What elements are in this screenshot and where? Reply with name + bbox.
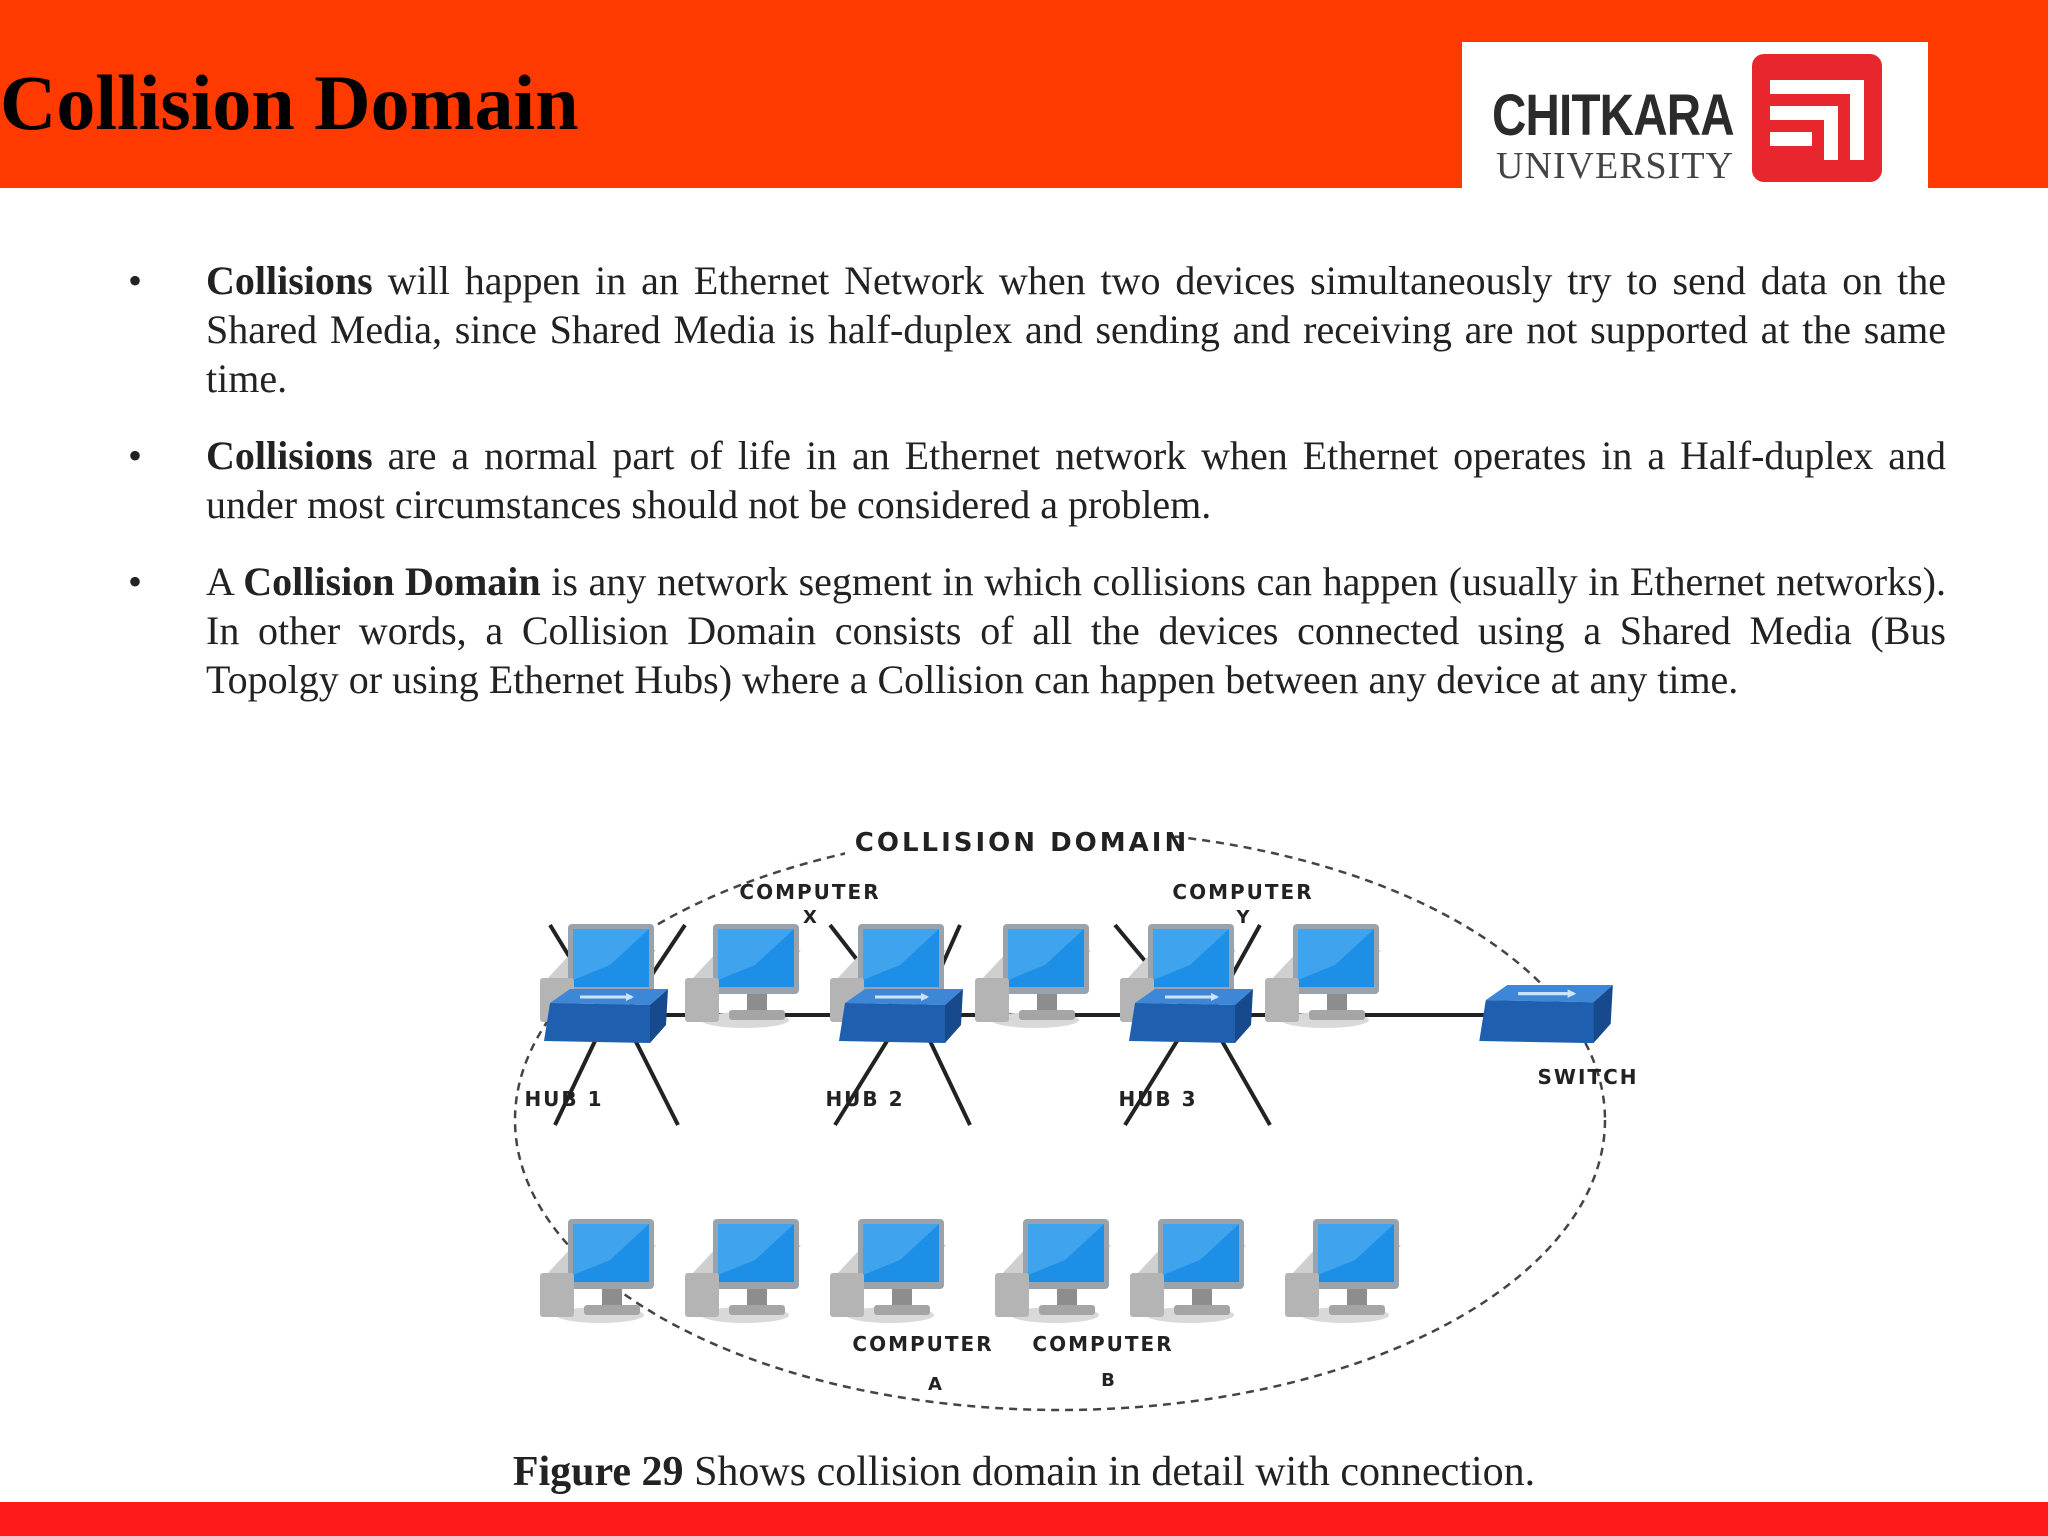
computer-x-label: COMPUTER: [739, 880, 880, 904]
bullet-keyword: Collisions: [206, 433, 373, 478]
bullet-item: • Collisions will happen in an Ethernet N…: [120, 256, 1946, 403]
computer-b-icon: [995, 1219, 1111, 1323]
hub-1-icon: [542, 987, 670, 1045]
computer-y-id: Y: [1235, 907, 1250, 928]
bullet-dot-icon: •: [127, 559, 142, 604]
computer-icon: [1130, 1219, 1246, 1323]
bullet-list: • Collisions will happen in an Ethernet N…: [120, 256, 1946, 704]
computer-x-id: X: [803, 907, 817, 928]
hub-2-icon: [837, 987, 965, 1045]
hub-3-icon: [1127, 987, 1255, 1045]
logo-emblem-icon: [1752, 54, 1882, 182]
figure-caption: Figure 29 Shows collision domain in deta…: [0, 1442, 2048, 1502]
computer-a-label: COMPUTER: [852, 1332, 993, 1356]
logo-subtitle: UNIVERSITY: [1496, 145, 1734, 187]
switch-label: SWITCH: [1538, 1065, 1639, 1089]
bullet-keyword: Collisions: [206, 258, 373, 303]
hub-2-label: HUB 2: [825, 1087, 904, 1111]
computer-icon: [540, 1219, 656, 1323]
computer-a-id: A: [928, 1374, 942, 1395]
collision-domain-boundary: [513, 828, 1607, 1412]
hub-3-label: HUB 3: [1118, 1087, 1197, 1111]
bullet-text: is any network segment in which collisio…: [206, 559, 1946, 702]
computer-icon: [1265, 924, 1381, 1028]
bullet-text: will happen in an Ethernet Network when …: [206, 258, 1946, 401]
collision-domain-diagram: COLLISION DOMAIN HUB 1 HUB 2 HUB 3 SWITC…: [513, 825, 1639, 1412]
figure-number: Figure 29: [512, 1449, 684, 1495]
collision-domain-label: COLLISION DOMAIN: [855, 828, 1189, 858]
slide-title: Collision Domain: [0, 59, 579, 146]
computer-y-label: COMPUTER: [1172, 880, 1313, 904]
computer-icon: [1285, 1219, 1401, 1323]
bullet-item: • A Collision Domain is any network segme…: [120, 557, 1946, 704]
bullet-keyword: Collision Domain: [243, 559, 541, 604]
computer-b-id: B: [1101, 1370, 1115, 1391]
switch-icon: [1477, 983, 1615, 1045]
bullet-dot-icon: •: [127, 258, 142, 303]
computer-icon: [685, 1219, 801, 1323]
footer-band: [0, 1502, 2048, 1536]
computer-x-icon: [685, 924, 801, 1028]
computer-b-label: COMPUTER: [1032, 1332, 1173, 1356]
computer-a-icon: [830, 1219, 946, 1323]
bullet-prefix: A: [206, 559, 244, 604]
hub-1-label: HUB 1: [524, 1087, 603, 1111]
bullet-dot-icon: •: [127, 433, 142, 478]
figure-caption-text: Shows collision domain in detail with co…: [683, 1449, 1536, 1495]
logo-wordmark: CHITKARA: [1492, 83, 1735, 148]
university-logo: CHITKARA UNIVERSITY: [1462, 42, 1928, 188]
bullet-item: • Collisions are a normal part of life in…: [120, 431, 1946, 529]
computer-icon: [975, 924, 1091, 1028]
bullet-text: are a normal part of life in an Ethernet…: [206, 433, 1946, 527]
